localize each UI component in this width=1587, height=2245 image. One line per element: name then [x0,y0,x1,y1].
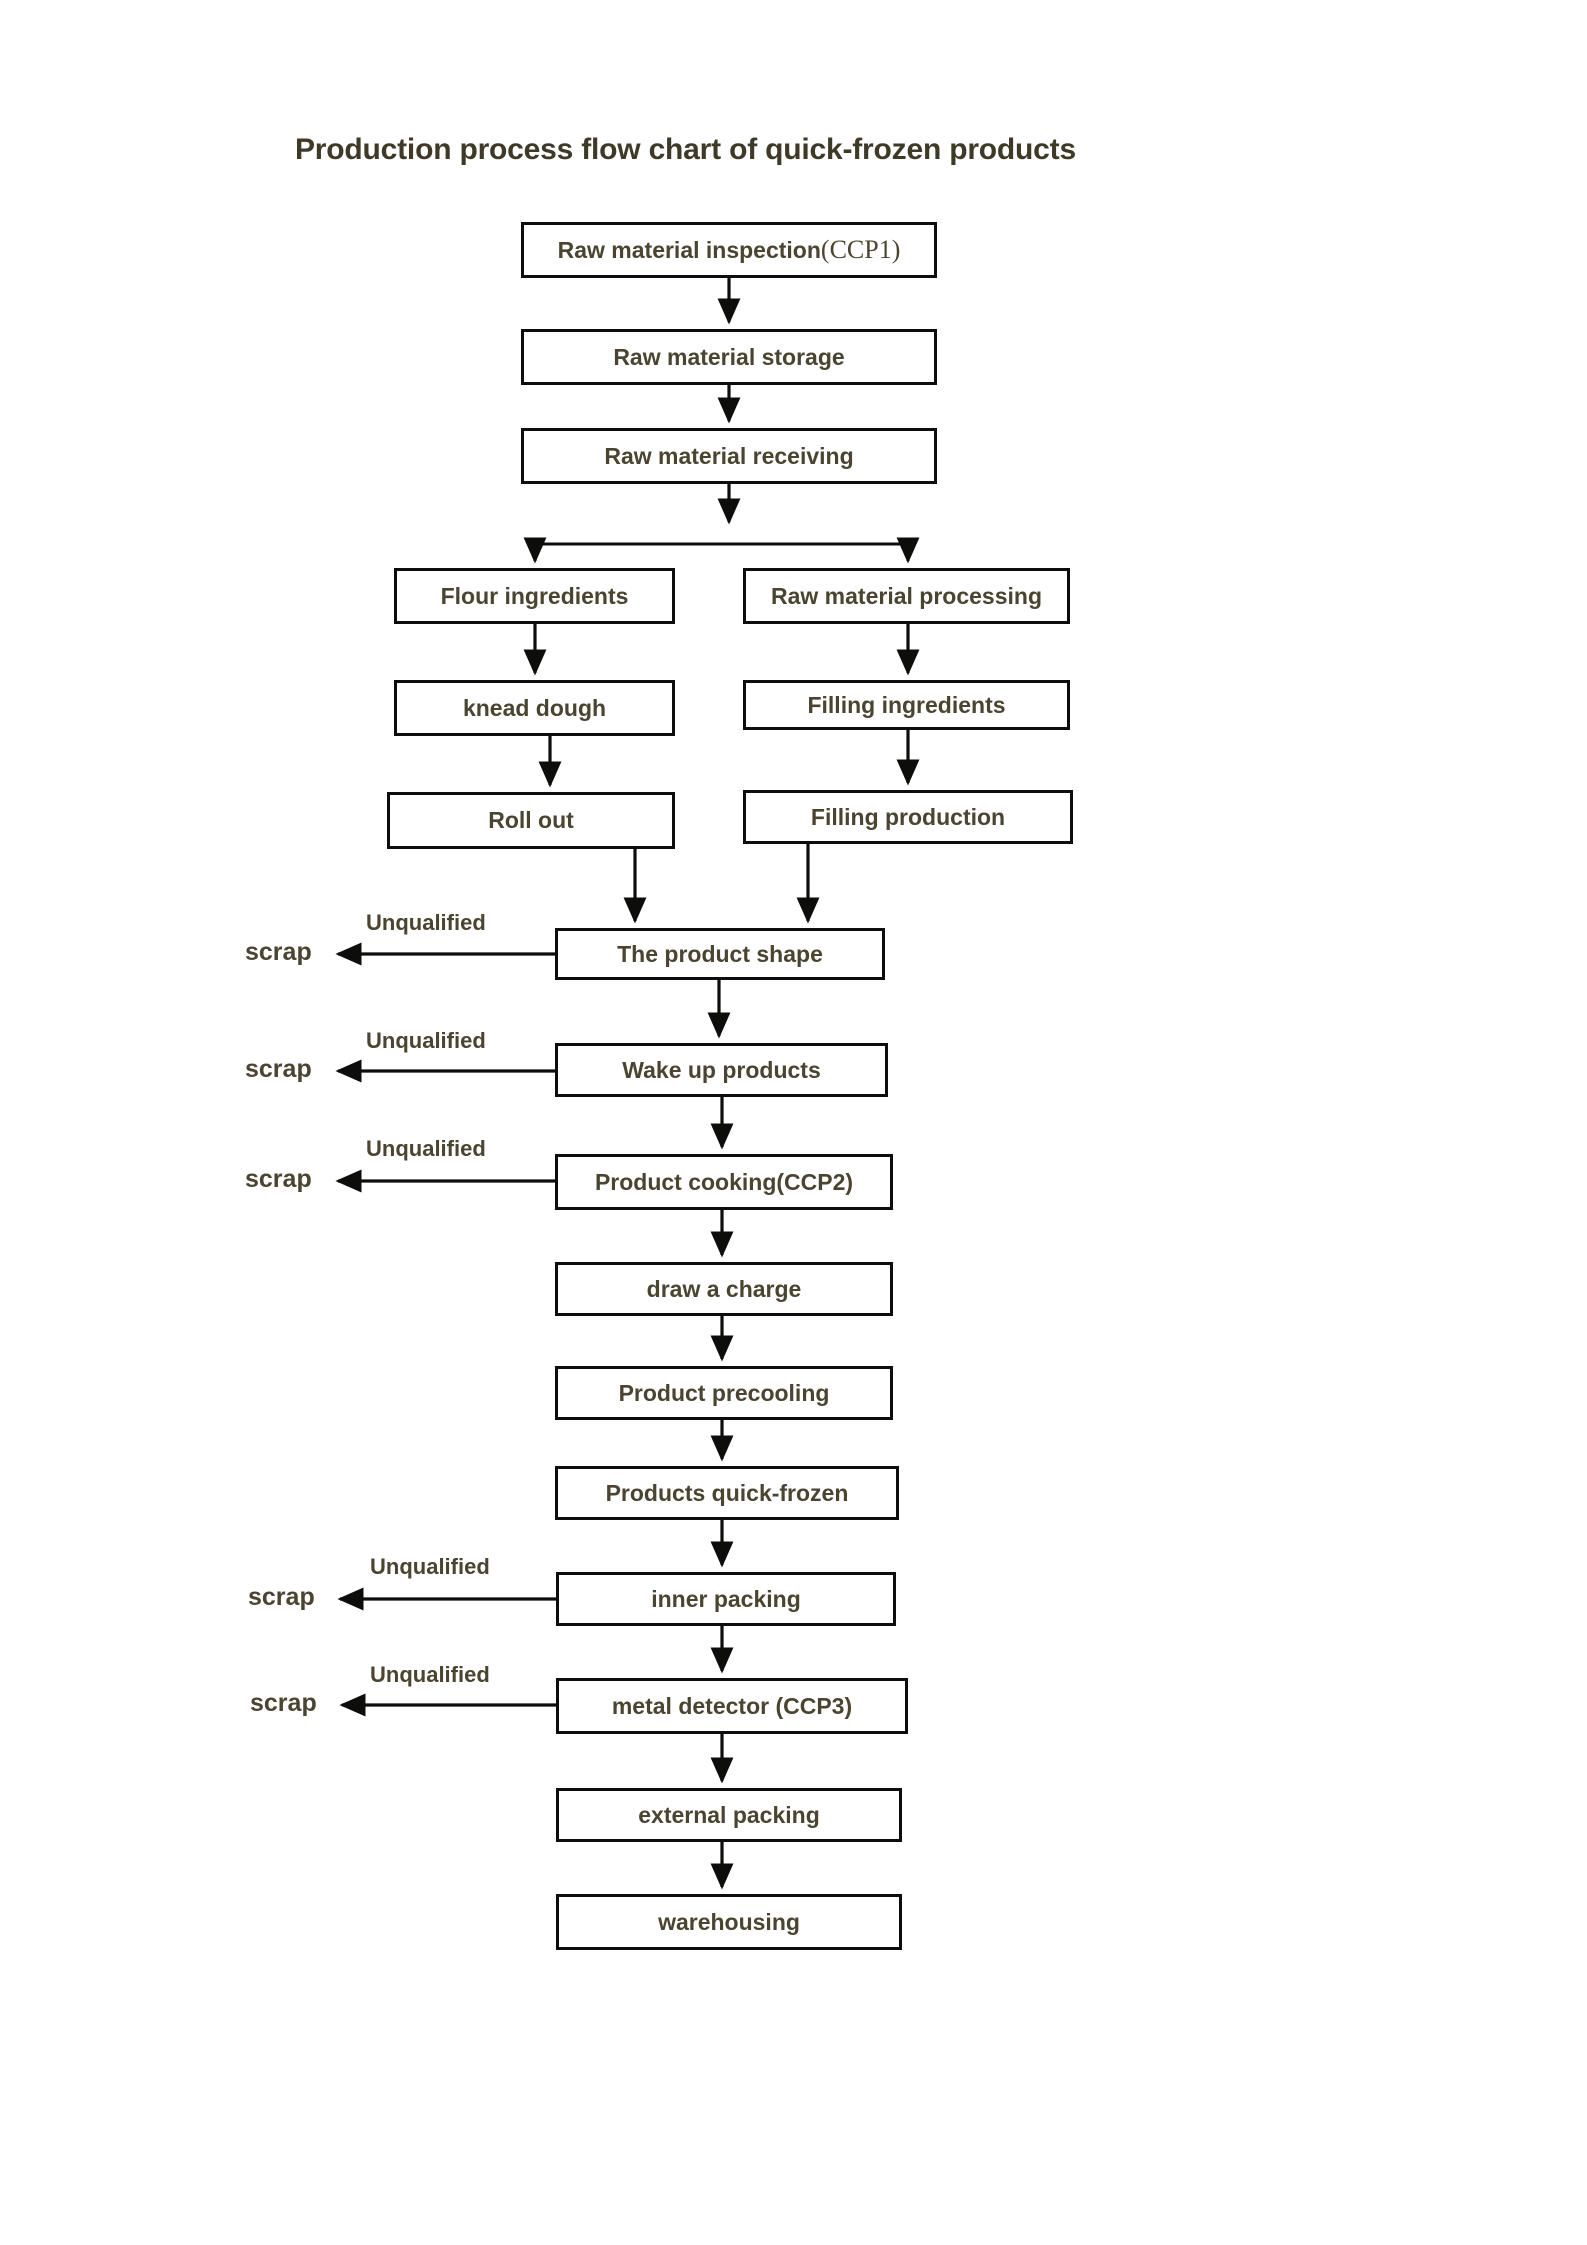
node-draw-a-charge[interactable]: draw a charge [555,1262,893,1316]
terminal-scrap-cooking: scrap [245,1165,312,1193]
node-label: The product shape [617,940,823,967]
terminal-scrap-wake-up: scrap [245,1055,312,1083]
terminal-scrap-product-shape: scrap [245,938,312,966]
node-label: Products quick-frozen [605,1479,849,1506]
node-label: Raw material inspection [557,236,821,263]
node-label: Raw material receiving [604,442,854,469]
node-flour-ingredients[interactable]: Flour ingredients [394,568,675,624]
node-label: knead dough [462,694,607,721]
node-raw-material-inspection[interactable]: Raw material inspection(CCP1) [521,222,937,278]
node-label-ccp-tag: (CCP1) [820,235,901,264]
node-warehousing[interactable]: warehousing [556,1894,902,1950]
node-the-product-shape[interactable]: The product shape [555,928,885,980]
node-label: Wake up products [622,1056,821,1083]
edge-label-unqualified-inner-packing: Unqualified [370,1554,490,1579]
node-label: Product cooking [594,1168,777,1195]
node-label: Raw material processing [771,582,1042,609]
node-knead-dough[interactable]: knead dough [394,680,675,736]
node-label: Filling production [810,803,1006,830]
node-product-precooling[interactable]: Product precooling [555,1366,893,1420]
terminal-scrap-metal-detector: scrap [250,1689,317,1717]
node-filling-production[interactable]: Filling production [743,790,1073,844]
node-raw-material-receiving[interactable]: Raw material receiving [521,428,937,484]
node-label-ccp-tag: (CCP2) [776,1168,854,1195]
page-title: Production process flow chart of quick-f… [295,133,1076,166]
node-product-cooking[interactable]: Product cooking(CCP2) [555,1154,893,1210]
node-label: Roll out [488,807,574,833]
edge-label-unqualified-product-shape: Unqualified [366,910,486,935]
node-external-packing[interactable]: external packing [556,1788,902,1842]
node-roll-out[interactable]: Roll out [387,792,675,849]
node-label: warehousing [658,1908,800,1935]
node-label: draw a charge [646,1275,802,1302]
node-label: metal detector (CCP3) [611,1692,853,1719]
node-label: Filling ingredients [807,691,1006,718]
edge-label-unqualified-cooking: Unqualified [366,1136,486,1161]
node-raw-material-storage[interactable]: Raw material storage [521,329,937,385]
node-label: Raw material storage [613,343,845,370]
terminal-scrap-inner-packing: scrap [248,1583,315,1611]
node-label: Flour ingredients [440,582,629,609]
node-label: external packing [638,1801,820,1828]
edge-label-unqualified-metal-detector: Unqualified [370,1662,490,1687]
node-metal-detector[interactable]: metal detector (CCP3) [556,1678,908,1734]
node-inner-packing[interactable]: inner packing [556,1572,896,1626]
node-wake-up-products[interactable]: Wake up products [555,1043,888,1097]
node-label: Product precooling [618,1379,830,1406]
node-raw-material-processing[interactable]: Raw material processing [743,568,1070,624]
node-filling-ingredients[interactable]: Filling ingredients [743,680,1070,730]
node-products-quick-frozen[interactable]: Products quick-frozen [555,1466,899,1520]
edge-label-unqualified-wake-up: Unqualified [366,1028,486,1053]
node-label: inner packing [651,1585,801,1612]
